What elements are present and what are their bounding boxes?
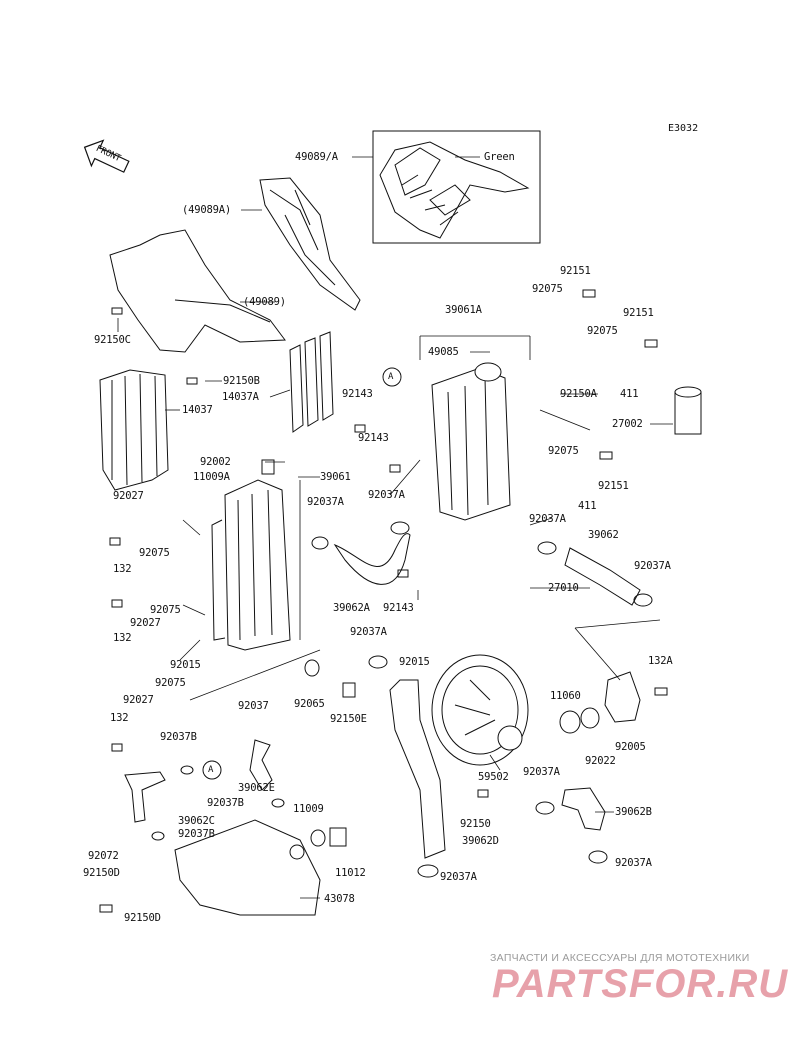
tank-43078 bbox=[174, 819, 321, 916]
hose-39062 bbox=[564, 547, 641, 606]
shroud-inset-part bbox=[379, 141, 530, 239]
clamp-icons bbox=[151, 521, 653, 878]
part-label-14037: 14037 bbox=[182, 404, 213, 416]
part-label-92037b-c: 92037B bbox=[178, 828, 215, 840]
part-label-92150d-a: 92150D bbox=[83, 867, 120, 879]
hose-39062B bbox=[561, 787, 606, 831]
part-label-92150b: 92150B bbox=[223, 375, 260, 387]
part-label-92065: 92065 bbox=[294, 698, 325, 710]
part-label-132a: 132A bbox=[648, 655, 673, 667]
part-label-27002: 27002 bbox=[612, 418, 643, 430]
part-label-92037a-d: 92037A bbox=[634, 560, 671, 572]
hose-39062C bbox=[124, 771, 166, 823]
part-label-92151-c: 92151 bbox=[598, 480, 629, 492]
watermark-brand: PARTSFOR.RU bbox=[492, 962, 789, 1006]
part-label-11012: 11012 bbox=[335, 867, 366, 879]
part-label-92037b-a: 92037B bbox=[160, 731, 197, 743]
ref-mark-circle-a bbox=[382, 367, 402, 387]
part-label-39062c: 39062C bbox=[178, 815, 215, 827]
part-label-92075-d: 92075 bbox=[139, 547, 170, 559]
diagram-code: E3032 bbox=[668, 123, 699, 134]
part-label-92015-a: 92015 bbox=[170, 659, 201, 671]
part-label-43078: 43078 bbox=[324, 893, 355, 905]
part-label-11009: 11009 bbox=[293, 803, 324, 815]
part-label-92075-b: 92075 bbox=[587, 325, 618, 337]
part-label-92037a-e: 92037A bbox=[350, 626, 387, 638]
ref-mark-circle-b bbox=[202, 760, 222, 780]
part-label-49089-paren: (49089) bbox=[243, 296, 286, 308]
part-label-92037a-b: 92037A bbox=[368, 489, 405, 501]
watermark-tagline: ЗАПЧАСТИ И АКСЕССУАРЫ ДЛЯ МОТОТЕХНИКИ bbox=[490, 952, 750, 964]
part-label-92075-e: 92075 bbox=[150, 604, 181, 616]
front-arrow-icon bbox=[83, 139, 130, 173]
part-label-49089a-paren: (49089A) bbox=[182, 204, 231, 216]
color-note: Green bbox=[484, 151, 515, 163]
ref-mark-a2: A bbox=[208, 765, 214, 775]
part-label-92143-a: 92143 bbox=[342, 388, 373, 400]
fan-59502 bbox=[431, 654, 529, 766]
part-label-92022: 92022 bbox=[585, 755, 616, 767]
part-label-14037a: 14037A bbox=[222, 391, 259, 403]
part-label-39061: 39061 bbox=[320, 471, 351, 483]
hose-39062A bbox=[333, 533, 411, 585]
part-label-92027-a: 92027 bbox=[113, 490, 144, 502]
part-label-92027-c: 92027 bbox=[123, 694, 154, 706]
cover-92005 bbox=[604, 671, 641, 723]
part-label-39062: 39062 bbox=[588, 529, 619, 541]
part-label-92150e: 92150E bbox=[330, 713, 367, 725]
part-label-92075-c: 92075 bbox=[548, 445, 579, 457]
part-label-92005: 92005 bbox=[615, 741, 646, 753]
radiator-right-39061A bbox=[431, 362, 511, 521]
part-label-92037a-g: 92037A bbox=[615, 857, 652, 869]
part-label-11060: 11060 bbox=[550, 690, 581, 702]
part-label-92072: 92072 bbox=[88, 850, 119, 862]
louver-14037A bbox=[289, 331, 334, 433]
part-label-92037a-c: 92037A bbox=[529, 513, 566, 525]
part-label-92037b-b: 92037B bbox=[207, 797, 244, 809]
ref-mark-a1: A bbox=[388, 372, 394, 382]
part-label-49089a: 49089/A bbox=[295, 151, 338, 163]
part-label-49085: 49085 bbox=[428, 346, 459, 358]
part-label-92037a-a: 92037A bbox=[307, 496, 344, 508]
part-label-132-c: 132 bbox=[110, 712, 129, 724]
part-label-92015-b: 92015 bbox=[399, 656, 430, 668]
hose-39062E bbox=[249, 739, 273, 791]
part-label-39061a: 39061A bbox=[445, 304, 482, 316]
bolt-icons bbox=[99, 289, 668, 913]
shroud-49089 bbox=[109, 229, 286, 353]
part-label-27010: 27010 bbox=[548, 582, 579, 594]
part-label-92075-a: 92075 bbox=[532, 283, 563, 295]
part-label-92037a-f: 92037A bbox=[523, 766, 560, 778]
part-label-92037: 92037 bbox=[238, 700, 269, 712]
shroud-49089A bbox=[259, 177, 361, 311]
shroud-inset-box bbox=[372, 130, 541, 244]
part-label-132-b: 132 bbox=[113, 632, 132, 644]
grille-14037 bbox=[99, 369, 169, 491]
part-label-411-b: 411 bbox=[578, 500, 597, 512]
part-label-92143-c: 92143 bbox=[383, 602, 414, 614]
part-label-39062b: 39062B bbox=[615, 806, 652, 818]
part-label-92027-b: 92027 bbox=[130, 617, 161, 629]
part-label-92150d-b: 92150D bbox=[124, 912, 161, 924]
part-label-92150a: 92150A bbox=[560, 388, 597, 400]
part-label-39062e: 39062E bbox=[238, 782, 275, 794]
part-label-92002: 92002 bbox=[200, 456, 231, 468]
hose-39062D bbox=[389, 679, 446, 859]
reservoir-27002 bbox=[674, 386, 702, 435]
part-label-92150: 92150 bbox=[460, 818, 491, 830]
part-label-92151-b: 92151 bbox=[623, 307, 654, 319]
radiator-left-39061 bbox=[211, 459, 291, 651]
part-label-92037a-h: 92037A bbox=[440, 871, 477, 883]
part-label-92143-b: 92143 bbox=[358, 432, 389, 444]
part-label-39062a: 39062A bbox=[333, 602, 370, 614]
part-label-132-a: 132 bbox=[113, 563, 132, 575]
part-label-39062d: 39062D bbox=[462, 835, 499, 847]
part-label-92151-a: 92151 bbox=[560, 265, 591, 277]
part-label-92150c: 92150C bbox=[94, 334, 131, 346]
part-label-411-a: 411 bbox=[620, 388, 639, 400]
part-label-59502: 59502 bbox=[478, 771, 509, 783]
part-label-11009a: 11009A bbox=[193, 471, 230, 483]
part-label-92075-f: 92075 bbox=[155, 677, 186, 689]
